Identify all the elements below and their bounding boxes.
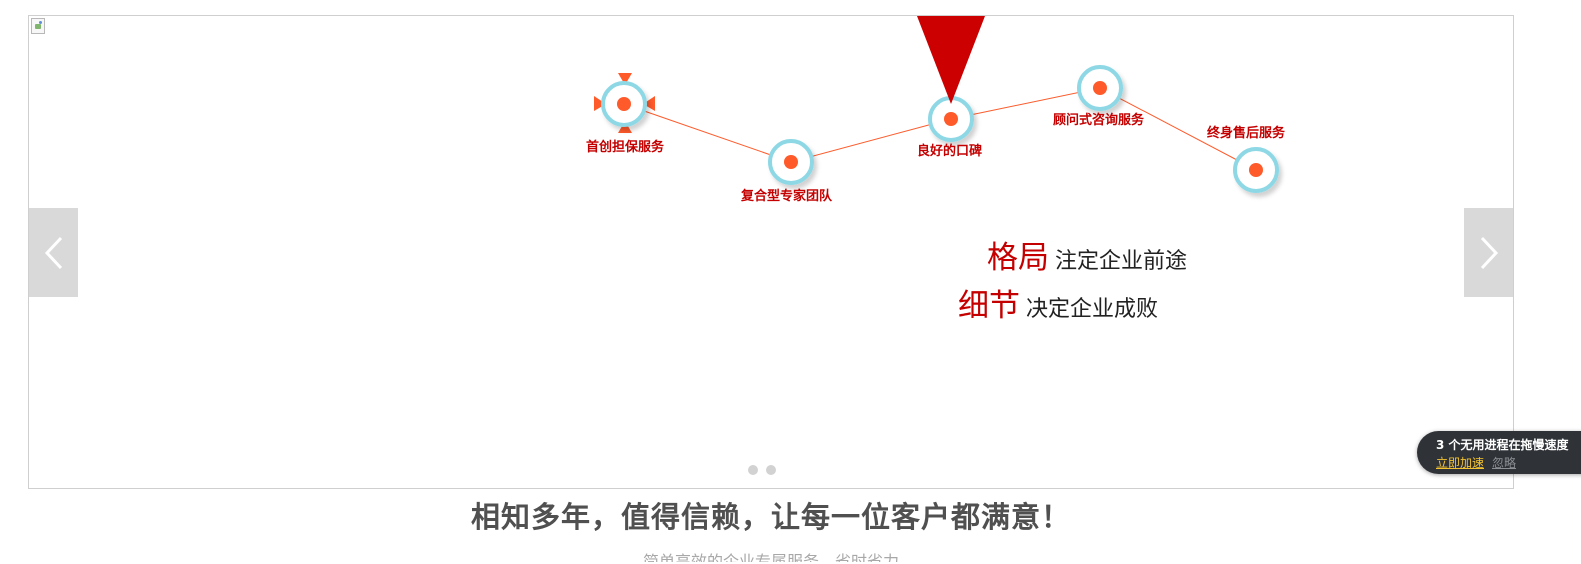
speedup-notification: 3 个无用进程在拖慢速度 立即加速忽略 [1417,431,1581,474]
slider-next-button[interactable] [1464,208,1513,297]
timeline-node-1 [601,81,647,127]
slogan-accent-2: 细节 [958,288,1020,324]
slider-prev-button[interactable] [29,208,78,297]
banner-slider: 首创担保服务 复合型专家团队 良好的口碑 顾问式咨询服务 终身售后服务 格局注定… [28,15,1514,489]
slider-pagination [748,465,776,475]
slogan-text-2: 决定企业成败 [1026,297,1159,322]
slider-dot-1[interactable] [748,465,758,475]
section-title: 相知多年，值得信赖，让每一位客户都满意！ [470,500,1071,534]
timeline-node-4 [1077,65,1123,111]
ignore-link[interactable]: 忽略 [1492,456,1517,470]
pointer-marker-icon [917,16,985,104]
section-subtitle: 简单高效的企业专属服务，省时省力 [642,552,899,564]
node-label-2: 复合型专家团队 [741,189,833,204]
node-label-5: 终身售后服务 [1207,126,1286,141]
node-label-3: 良好的口碑 [917,144,983,159]
notification-message: 3 个无用进程在拖慢速度 [1436,438,1569,452]
timeline-node-2 [768,139,814,185]
chevron-left-icon [44,236,62,269]
slider-dot-2[interactable] [766,465,776,475]
timeline-node-5 [1233,147,1279,193]
node-label-4: 顾问式咨询服务 [1053,113,1145,128]
slogan-text-1: 注定企业前途 [1055,249,1188,274]
slogan-accent-1: 格局 [987,240,1049,276]
starburst-icon [594,73,655,133]
accelerate-link[interactable]: 立即加速 [1436,456,1485,470]
timeline-node-3 [928,96,974,142]
node-label-1: 首创担保服务 [586,140,665,155]
chevron-right-icon [1480,236,1498,269]
service-timeline [594,16,1279,193]
notification-actions: 立即加速忽略 [1436,455,1516,471]
broken-image-icon [31,18,45,34]
slogan-line-2: 细节决定企业成败 [958,289,1158,327]
slogan-line-1: 格局注定企业前途 [987,241,1187,279]
